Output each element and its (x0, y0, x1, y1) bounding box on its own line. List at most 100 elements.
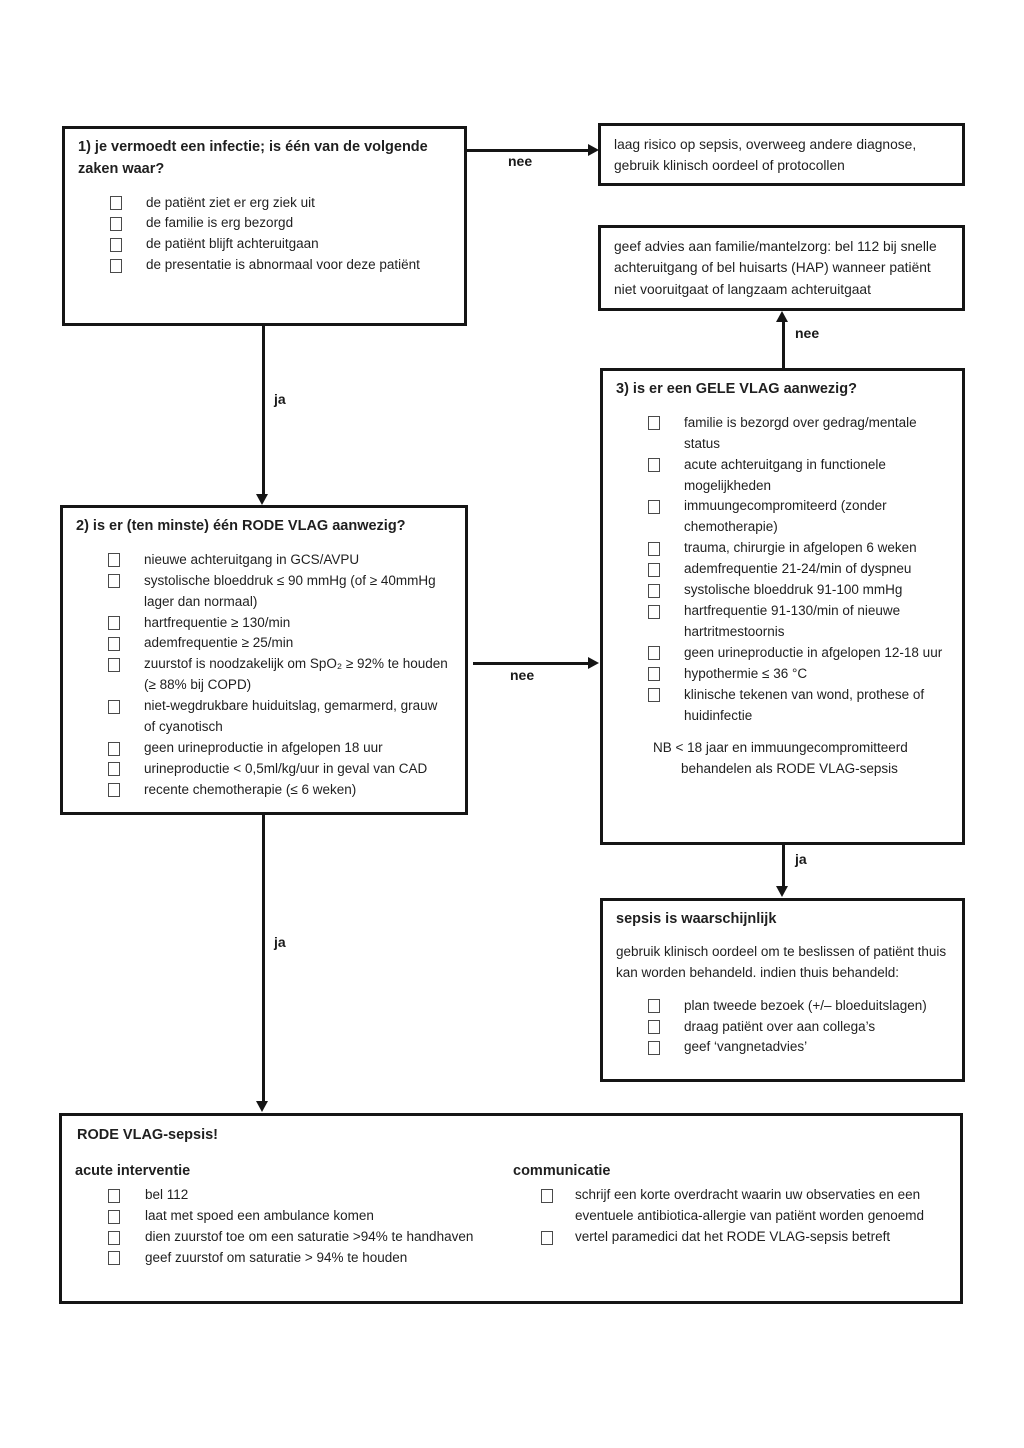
sepsis-likely-body: gebruik klinisch oordeel om te beslissen… (616, 943, 947, 980)
arrow-box3-to-advice (782, 320, 785, 368)
sepsis-likely-title: sepsis is waarschijnlijk (616, 911, 777, 927)
arrow-label-nee: nee (795, 325, 820, 341)
checklist-item-label: ademfrequentie 21-24/min of dyspneu (684, 561, 912, 577)
checkbox-icon (108, 762, 120, 777)
checklist-item: acute achteruitgang in functionele mogel… (648, 455, 948, 497)
checklist-item-label: nieuwe achteruitgang in GCS/AVPU (144, 551, 360, 567)
checklist-item: geen urineproductie in afgelopen 18 uur (108, 738, 451, 759)
checklist-item-label: plan tweede bezoek (+/– bloeduitslagen) (684, 997, 927, 1013)
checkbox-icon (110, 216, 122, 231)
sepsis-likely-checklist: plan tweede bezoek (+/– bloeduitslagen) … (603, 996, 962, 1059)
checklist-item: de patiënt ziet er erg ziek uit (110, 193, 450, 214)
checklist-item: ademfrequentie 21-24/min of dyspneu (648, 559, 948, 580)
checklist-item: ademfrequentie ≥ 25/min (108, 633, 451, 654)
checklist-item: recente chemotherapie (≤ 6 weken) (108, 780, 451, 801)
checklist-item-label: geef ‘vangnetadvies’ (684, 1039, 808, 1055)
decision-box-infection-title: 1) je vermoedt een infectie; is één van … (78, 139, 428, 177)
checklist-item: dien zuurstof toe om een saturatie >94% … (108, 1227, 499, 1248)
arrow-box3-to-sepsis (782, 845, 785, 888)
checkbox-icon (648, 688, 660, 703)
yellow-flag-note-line1: NB < 18 jaar en immuungecompromitteerd (653, 739, 908, 755)
advice-text: geef advies aan familie/mantelzorg: bel … (614, 239, 937, 297)
acute-intervention-heading: acute interventie (75, 1162, 191, 1179)
checkbox-icon (648, 458, 660, 473)
checklist-item: geef ‘vangnetadvies’ (648, 1037, 948, 1058)
checkbox-icon (110, 258, 122, 273)
communication-column: communicatie schrijf een korte overdrach… (513, 1147, 958, 1269)
yellow-flag-note: NB < 18 jaar en immuungecompromitteerd b… (603, 738, 962, 780)
communication-checklist: schrijf een korte overdracht waarin uw o… (513, 1185, 958, 1248)
checkbox-icon (648, 604, 660, 619)
checkbox-icon (541, 1230, 553, 1245)
checklist-item: schrijf een korte overdracht waarin uw o… (541, 1185, 940, 1227)
checkbox-icon (648, 562, 660, 577)
checklist-item-label: hartfrequentie 91-130/min of nieuwe hart… (684, 603, 901, 639)
checklist-item-label: zuurstof is noodzakelijk om SpO₂ ≥ 92% t… (144, 656, 448, 693)
checklist-item-label: dien zuurstof toe om een saturatie >94% … (145, 1229, 474, 1245)
arrow-label-ja: ja (274, 391, 286, 407)
checklist-item-label: vertel paramedici dat het RODE VLAG-seps… (575, 1229, 891, 1245)
red-flag-sepsis-columns: acute interventie bel 112 laat met spoed… (62, 1147, 960, 1269)
arrow-label-nee: nee (508, 153, 533, 169)
checklist-item-label: immuungecompromiteerd (zonder chemothera… (684, 498, 887, 535)
checkbox-icon (108, 553, 120, 568)
checklist-item: nieuwe achteruitgang in GCS/AVPU (108, 550, 451, 571)
checklist-item-label: systolische bloeddruk ≤ 90 mmHg (of ≥ 40… (144, 572, 436, 609)
checklist-item-label: schrijf een korte overdracht waarin uw o… (575, 1187, 924, 1224)
checklist-item: klinische tekenen van wond, prothese of … (648, 685, 948, 727)
checklist-item-label: geen urineproductie in afgelopen 12-18 u… (684, 644, 943, 660)
checklist-item: laat met spoed een ambulance komen (108, 1206, 499, 1227)
low-risk-text: laag risico op sepsis, overweeg andere d… (614, 137, 917, 174)
acute-intervention-checklist: bel 112 laat met spoed een ambulance kom… (62, 1185, 513, 1269)
arrow-label-ja: ja (795, 851, 807, 867)
checklist-item: systolische bloeddruk 91-100 mmHg (648, 580, 948, 601)
checkbox-icon (108, 574, 120, 589)
checklist-item-label: de presentatie is abnormaal voor deze pa… (146, 257, 420, 273)
decision-box-red-flag-title: 2) is er (ten minste) één RODE VLAG aanw… (76, 518, 406, 534)
checkbox-icon (648, 583, 660, 598)
arrow-box2-to-redflag (262, 815, 265, 1103)
checkbox-icon (108, 1251, 120, 1266)
yellow-flag-note-line2: behandelen als RODE VLAG-sepsis (681, 760, 898, 776)
low-risk-box: laag risico op sepsis, overweeg andere d… (598, 123, 965, 186)
checklist-item: hartfrequentie ≥ 130/min (108, 613, 451, 634)
checklist-item: bel 112 (108, 1185, 499, 1206)
checklist-item-label: laat met spoed een ambulance komen (145, 1208, 374, 1224)
checklist-item-label: acute achteruitgang in functionele mogel… (684, 456, 886, 493)
checkbox-icon (108, 699, 120, 714)
checklist-item-label: ademfrequentie ≥ 25/min (144, 635, 294, 651)
checklist-item: hypothermie ≤ 36 °C (648, 664, 948, 685)
checkbox-icon (108, 616, 120, 631)
checklist-item-label: recente chemotherapie (≤ 6 weken) (144, 781, 357, 797)
yellow-flag-checklist: familie is bezorgd over gedrag/mentale s… (603, 413, 962, 727)
checklist-item: urineproductie < 0,5ml/kg/uur in geval v… (108, 759, 451, 780)
checklist-item: plan tweede bezoek (+/– bloeduitslagen) (648, 996, 948, 1017)
arrowhead-right-icon (588, 144, 599, 156)
checklist-item: niet-wegdrukbare huiduitslag, gemarmerd,… (108, 696, 451, 738)
checkbox-icon (110, 196, 122, 210)
checkbox-icon (648, 541, 660, 556)
checklist-item: de familie is erg bezorgd (110, 213, 450, 234)
decision-box-yellow-flag-title: 3) is er een GELE VLAG aanwezig? (616, 381, 857, 397)
checkbox-icon (648, 499, 660, 514)
decision-box-red-flag: 2) is er (ten minste) één RODE VLAG aanw… (60, 505, 468, 815)
arrowhead-right-icon (588, 657, 599, 669)
checklist-item: familie is bezorgd over gedrag/mentale s… (648, 413, 948, 455)
checklist-item-label: bel 112 (145, 1187, 189, 1203)
checklist-item-label: draag patiënt over aan collega’s (684, 1018, 876, 1034)
arrow-box2-to-box3 (473, 662, 590, 665)
checklist-item: hartfrequentie 91-130/min of nieuwe hart… (648, 601, 948, 643)
checkbox-icon (648, 1040, 660, 1055)
checkbox-icon (648, 999, 660, 1014)
checklist-item: vertel paramedici dat het RODE VLAG-seps… (541, 1227, 940, 1248)
checklist-item-label: familie is bezorgd over gedrag/mentale s… (684, 414, 917, 451)
arrowhead-down-icon (776, 886, 788, 897)
arrowhead-up-icon (776, 311, 788, 322)
checklist-item-label: systolische bloeddruk 91-100 mmHg (684, 582, 903, 598)
arrow-label-ja: ja (274, 934, 286, 950)
checkbox-icon (108, 1188, 120, 1203)
checklist-item-label: urineproductie < 0,5ml/kg/uur in geval v… (144, 760, 428, 776)
checkbox-icon (108, 1230, 120, 1245)
checkbox-icon (648, 646, 660, 661)
checklist-item-label: hypothermie ≤ 36 °C (684, 665, 808, 681)
